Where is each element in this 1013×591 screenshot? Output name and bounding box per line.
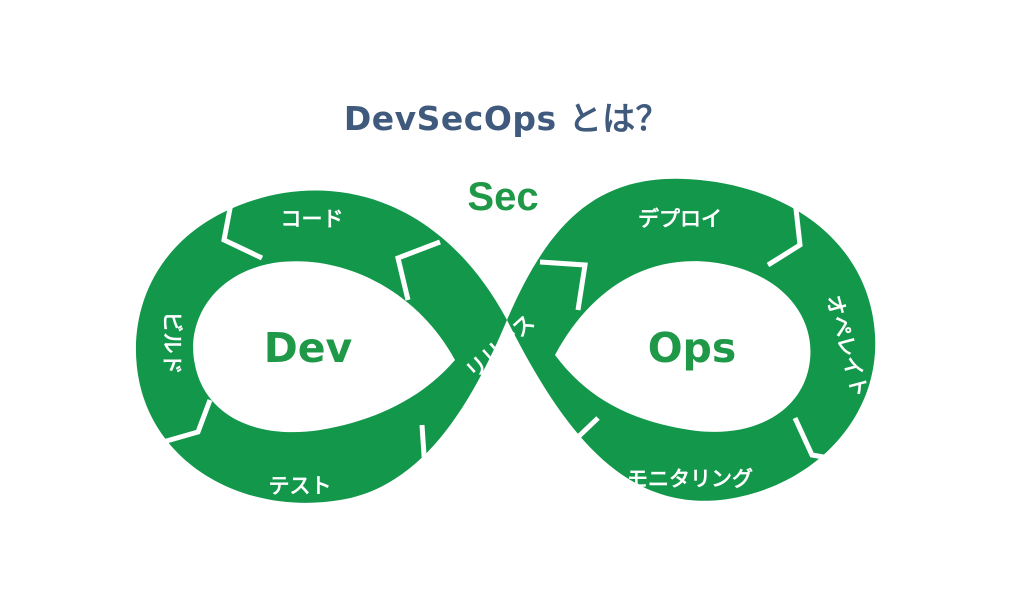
infinity-band	[135, 178, 876, 503]
ops-label: Ops	[648, 324, 737, 372]
divider-release-deploy	[539, 259, 588, 311]
phase-dividers	[141, 197, 869, 506]
dev-label: Dev	[264, 324, 353, 372]
divider-code-build	[221, 197, 264, 261]
step-label-build: ビルド	[160, 312, 184, 375]
step-label-code: コード	[281, 207, 344, 231]
step-label-monitoring: モニタリング	[627, 467, 753, 491]
page-title: DevSecOps とは？	[343, 99, 670, 138]
divider-test-release	[370, 424, 428, 506]
divider-deploy-operate	[766, 199, 803, 268]
divider-release-code	[395, 239, 441, 301]
sec-label: Sec	[467, 175, 538, 219]
step-label-test: テスト	[269, 474, 332, 498]
divider-monitoring-release	[572, 416, 600, 479]
divider-build-test	[141, 399, 213, 451]
divider-operate-monitoring	[792, 416, 869, 468]
step-label-deploy: デプロイ	[638, 207, 722, 231]
